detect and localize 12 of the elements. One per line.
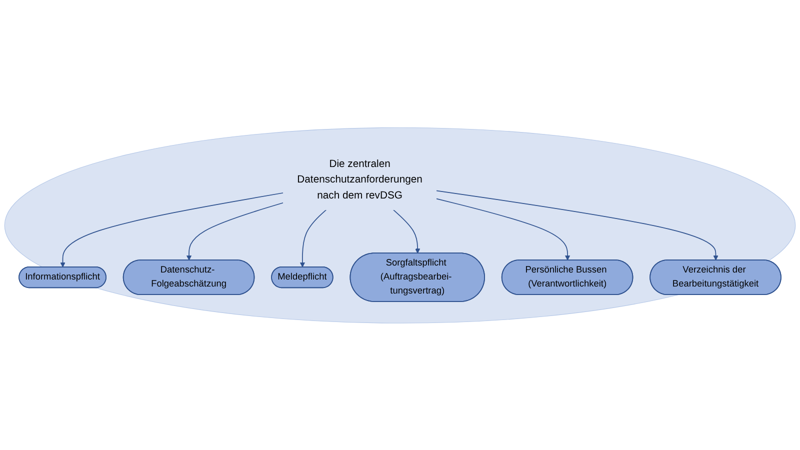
- topic-ellipse: Verzeichnis der Bearbeitungstätigkeit: [650, 259, 782, 295]
- arrow: [436, 198, 570, 260]
- arrow: [436, 190, 718, 260]
- arrow: [392, 209, 420, 254]
- arrow: [300, 209, 327, 268]
- topic-ellipse: Sorgfaltspflicht (Auftragsbearbei- tungsvertrag): [350, 252, 485, 302]
- topic-ellipse: Persönliche Bussen (Verantwortlichkeit): [501, 259, 634, 295]
- topic-ellipse: Meldepflicht: [271, 266, 334, 288]
- arrow: [60, 192, 284, 268]
- topic-ellipse: Informationspflicht: [18, 266, 106, 288]
- topic-ellipse: Datenschutz- Folgeabschätzung: [122, 259, 255, 295]
- arrow: [186, 202, 284, 260]
